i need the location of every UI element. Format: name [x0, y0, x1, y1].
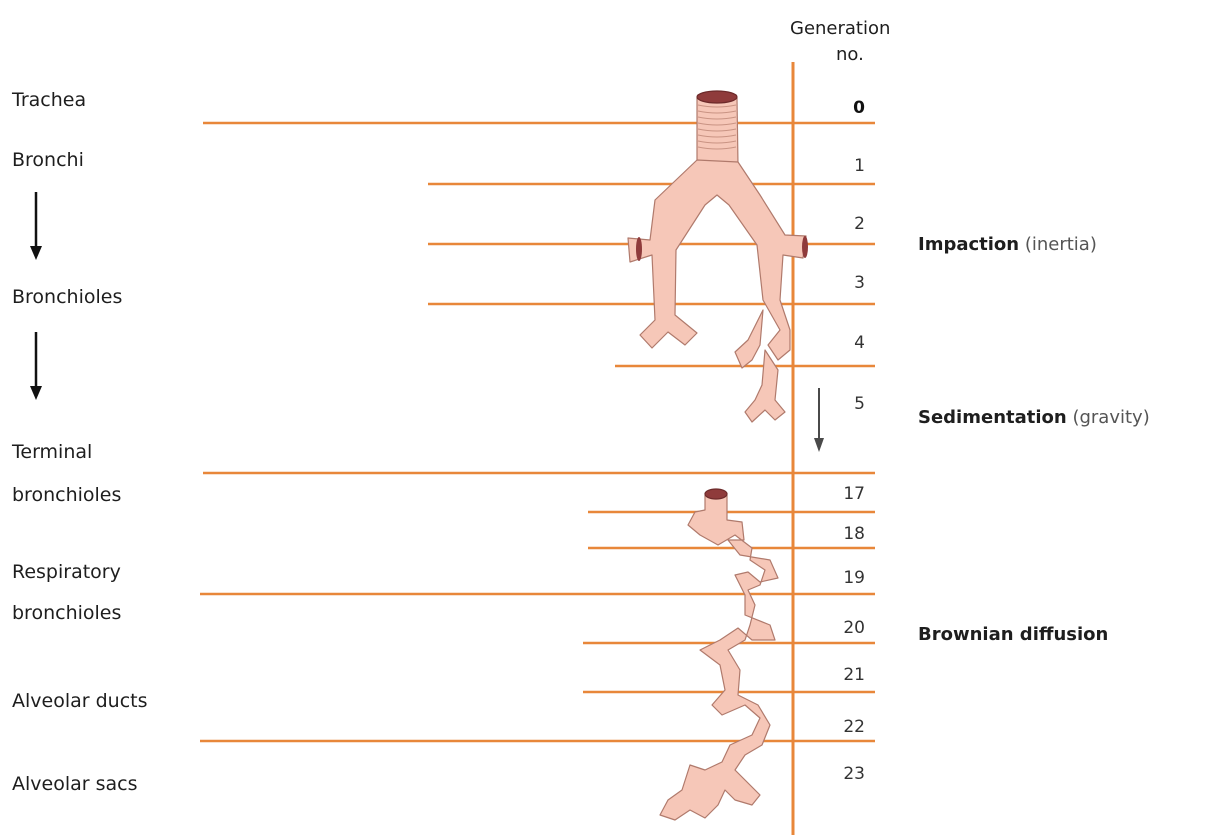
label-alveolar-ducts: Alveolar ducts [12, 690, 148, 712]
label-alveolar-sacs: Alveolar sacs [12, 773, 138, 795]
mechanism-impaction: Impaction (inertia) [918, 234, 1097, 255]
generation-header-line1: Generation [790, 18, 890, 39]
mechanism-diffusion: Brownian diffusion [918, 624, 1108, 645]
gen-number: 18 [825, 524, 865, 544]
generation-header-line2: no. [836, 44, 864, 65]
label-terminal-line2: bronchioles [12, 484, 121, 506]
gen-number: 20 [825, 618, 865, 638]
sedimentation-name: Sedimentation [918, 407, 1067, 428]
gen-number: 22 [825, 717, 865, 737]
sedimentation-cause: (gravity) [1072, 407, 1149, 428]
label-bronchioles: Bronchioles [12, 286, 122, 308]
down-arrow-2 [30, 332, 42, 400]
gen-number: 19 [825, 568, 865, 588]
gen-number: 3 [825, 273, 865, 293]
bronchial-tree-illustration [628, 91, 808, 422]
label-respiratory-line2: bronchioles [12, 602, 121, 624]
gen-number: 2 [825, 214, 865, 234]
impaction-cause: (inertia) [1025, 234, 1097, 255]
label-respiratory-line1: Respiratory [12, 561, 121, 583]
gen-number: 0 [825, 98, 865, 118]
alveolar-tree-illustration [660, 489, 778, 820]
generation-lines [200, 123, 875, 741]
diffusion-name: Brownian diffusion [918, 624, 1108, 645]
gen-number: 5 [825, 394, 865, 414]
sedimentation-arrow [814, 388, 824, 452]
impaction-name: Impaction [918, 234, 1019, 255]
down-arrow-1 [30, 192, 42, 260]
label-trachea: Trachea [12, 89, 86, 111]
gen-number: 21 [825, 665, 865, 685]
label-terminal-line1: Terminal [12, 441, 92, 463]
gen-number: 23 [825, 764, 865, 784]
gen-number: 1 [825, 156, 865, 176]
mechanism-sedimentation: Sedimentation (gravity) [918, 407, 1150, 428]
gen-number: 4 [825, 333, 865, 353]
label-bronchi: Bronchi [12, 149, 84, 171]
gen-number: 17 [825, 484, 865, 504]
